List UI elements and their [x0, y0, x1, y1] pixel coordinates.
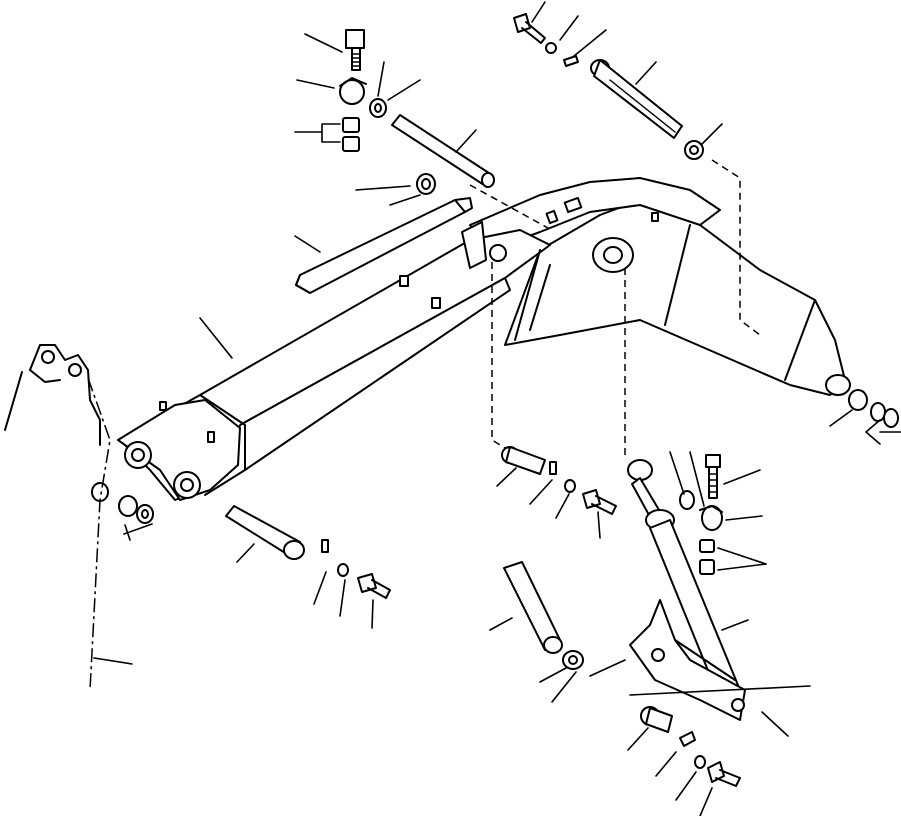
bolt-head [345, 29, 365, 49]
small-washer [564, 479, 576, 493]
front-pin-set [91, 482, 154, 524]
cotter-plate [321, 539, 329, 553]
washer-left [416, 173, 436, 195]
boom-rear-section [504, 199, 846, 396]
cylinder-pin-set [679, 454, 723, 575]
long-pin-top [391, 114, 493, 186]
tube-pin-bottom [503, 561, 584, 670]
washer [562, 650, 584, 670]
right-end-washers [848, 389, 899, 428]
shim [870, 402, 886, 422]
shim [679, 490, 695, 510]
boom-foot-boss [592, 237, 634, 273]
boom-pin-lower [225, 505, 391, 599]
bolt-head [357, 573, 377, 593]
tube-pin-left [295, 197, 473, 294]
middle-pin-set [501, 446, 617, 515]
cotter-plate [563, 55, 579, 67]
arm-tip-outline [4, 344, 101, 446]
top-bolt-set [339, 29, 495, 188]
boom-lower-boss [173, 471, 201, 499]
boom-arm-side [199, 277, 511, 471]
boom-head [117, 399, 241, 501]
bolt-head [705, 454, 721, 468]
bolt-head [707, 761, 725, 783]
small-washer [545, 42, 557, 54]
nut [342, 136, 360, 152]
pin-shaft [593, 59, 683, 139]
shim [118, 495, 138, 517]
bolt-head [582, 489, 601, 509]
washer [684, 140, 704, 160]
bottom-pin-set [640, 706, 741, 787]
seal-ring [91, 482, 109, 502]
shim [848, 389, 868, 411]
callout-leaders [93, 1, 901, 816]
boom-end-boss [825, 374, 851, 396]
boom-assembly [117, 177, 851, 501]
small-washer [337, 563, 349, 577]
nut [699, 539, 715, 553]
nut [342, 117, 360, 133]
shim [136, 504, 154, 524]
spacer-block [339, 79, 365, 105]
bolt-head [513, 13, 531, 33]
cotter-plate [679, 731, 696, 747]
assembly-center-lines [87, 159, 761, 691]
small-washer [694, 755, 706, 769]
top-right-pin-set [513, 13, 704, 160]
shim [883, 408, 899, 428]
cotter-plate [549, 461, 557, 475]
boom-bracket-boss [489, 244, 507, 262]
washer [369, 98, 387, 118]
boom-front-boss [124, 441, 152, 469]
nut [699, 559, 715, 575]
